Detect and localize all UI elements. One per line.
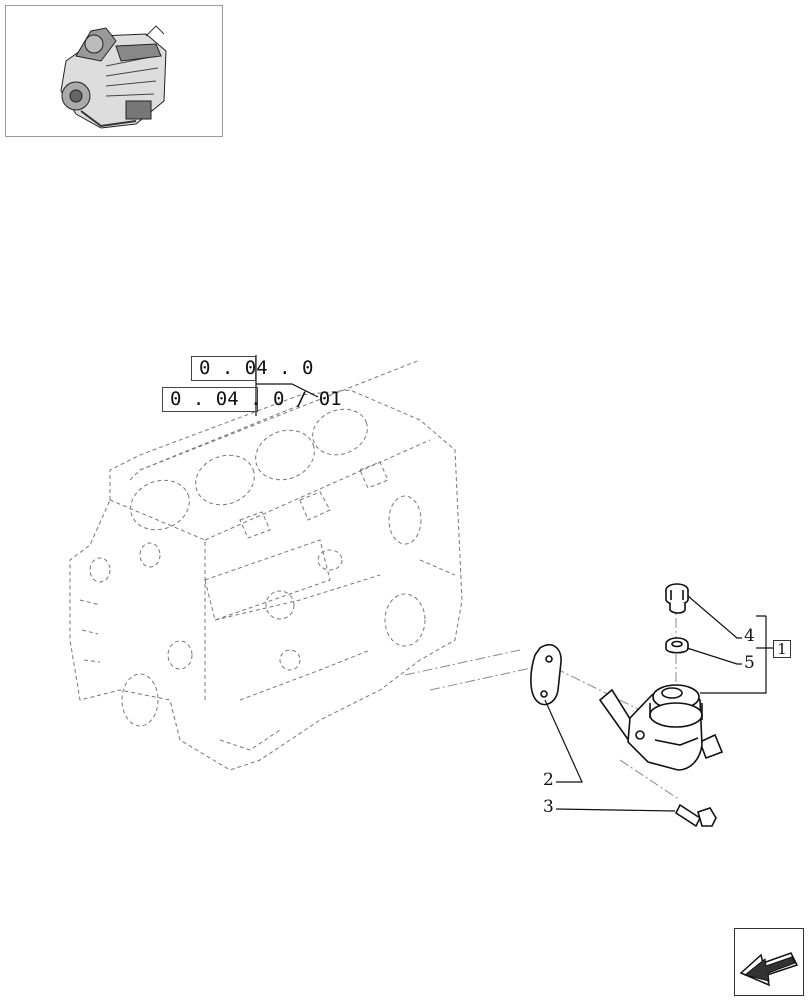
callout-2: 2 — [543, 770, 554, 790]
engine-block-outline — [69, 359, 463, 771]
engine-thumbnail-icon — [60, 25, 167, 129]
reference-label-1[interactable]: 0 . 04 . 0 — [199, 357, 314, 379]
screw-part — [674, 803, 717, 828]
reference-label-2[interactable]: 0 . 04 . 0 / 01 — [170, 388, 342, 410]
reference-box-2 — [162, 387, 258, 412]
plug-part — [665, 583, 689, 614]
callout-1: 1 — [773, 640, 791, 658]
callout-3: 3 — [543, 797, 554, 817]
callout-4: 4 — [744, 626, 755, 646]
arrow-left-icon — [739, 952, 799, 987]
callout-5: 5 — [744, 653, 755, 673]
back-nav-button[interactable] — [734, 928, 804, 996]
leader-lines — [255, 355, 778, 812]
engine-thumbnail[interactable] — [5, 5, 223, 137]
seal-part — [665, 637, 689, 654]
gasket-part — [530, 644, 562, 706]
reference-box-1 — [191, 356, 256, 381]
fuel-pump-part — [598, 684, 724, 771]
